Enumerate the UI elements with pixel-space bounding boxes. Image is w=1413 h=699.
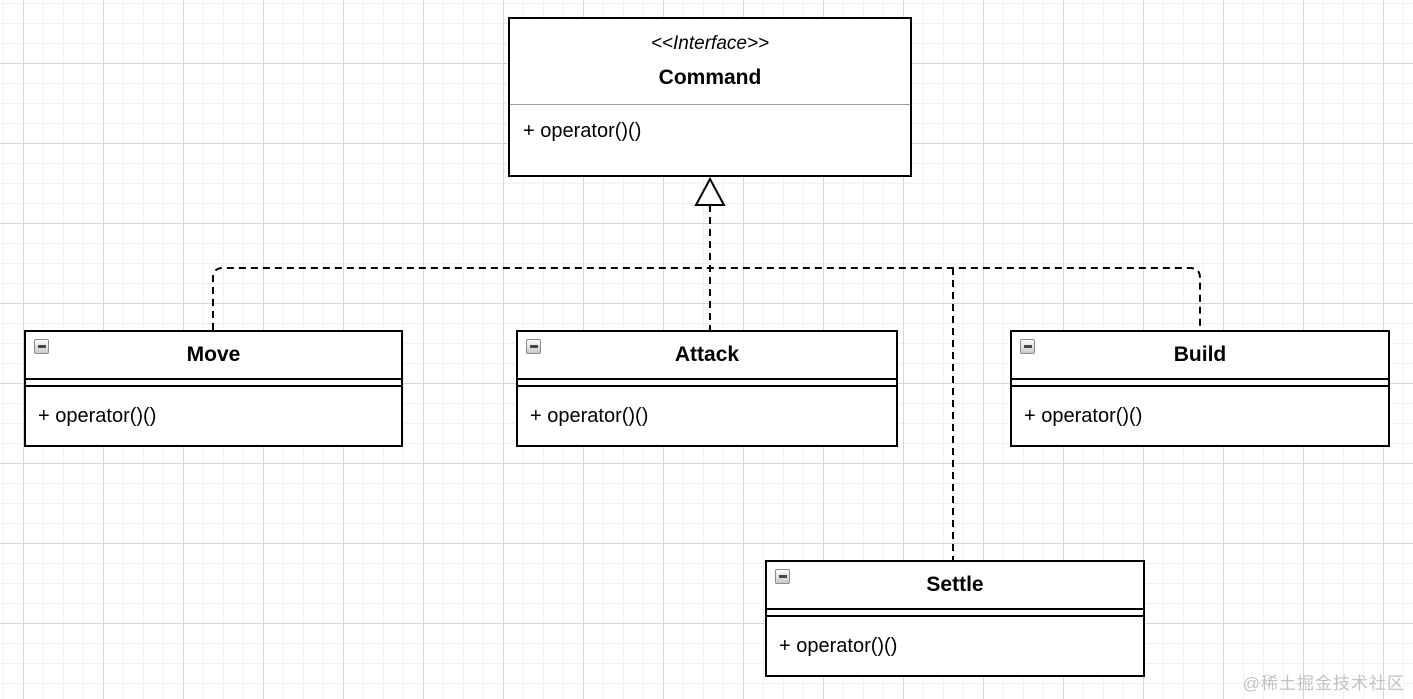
class-name-command: Command	[658, 65, 762, 89]
class-box-attack[interactable]: Attack + operator()()	[516, 330, 898, 447]
minus-glyph	[778, 575, 787, 578]
method-label-move: + operator()()	[38, 404, 157, 427]
method-label-command: + operator()()	[523, 120, 642, 142]
command-method-compartment: + operator()()	[510, 105, 910, 175]
method-label-build: + operator()()	[1024, 404, 1143, 427]
class-box-command[interactable]: <<Interface>> Command + operator()()	[508, 17, 912, 177]
method-label-settle: + operator()()	[779, 634, 898, 657]
double-line-separator	[767, 610, 1143, 617]
class-name-settle: Settle	[926, 573, 984, 596]
class-box-settle[interactable]: Settle + operator()()	[765, 560, 1145, 677]
double-line-separator	[26, 380, 401, 387]
collapse-minus-icon[interactable]	[34, 339, 49, 354]
minus-glyph	[37, 345, 46, 348]
settle-method-compartment: + operator()()	[767, 617, 1143, 675]
build-method-compartment: + operator()()	[1012, 387, 1388, 445]
settle-title-compartment: Settle	[767, 562, 1143, 610]
move-method-compartment: + operator()()	[26, 387, 401, 445]
hollow-triangle-generalization-arrow-icon	[694, 176, 726, 206]
move-title-compartment: Move	[26, 332, 401, 380]
attack-title-compartment: Attack	[518, 332, 896, 380]
attack-method-compartment: + operator()()	[518, 387, 896, 445]
collapse-minus-icon[interactable]	[526, 339, 541, 354]
class-box-move[interactable]: Move + operator()()	[24, 330, 403, 447]
collapse-minus-icon[interactable]	[1020, 339, 1035, 354]
collapse-minus-icon[interactable]	[775, 569, 790, 584]
double-line-separator	[1012, 380, 1388, 387]
build-title-compartment: Build	[1012, 332, 1388, 380]
interface-stereotype-label: <<Interface>>	[650, 32, 770, 54]
method-label-attack: + operator()()	[530, 404, 649, 427]
minus-glyph	[529, 345, 538, 348]
connector-move-build	[212, 267, 1201, 330]
watermark-text: @稀土掘金技术社区	[1242, 674, 1405, 693]
double-line-separator	[518, 380, 896, 387]
class-name-move: Move	[186, 343, 241, 366]
class-box-build[interactable]: Build + operator()()	[1010, 330, 1390, 447]
class-name-build: Build	[1173, 343, 1227, 366]
minus-glyph	[1023, 345, 1032, 348]
command-title-compartment: <<Interface>> Command	[510, 19, 910, 105]
class-name-attack: Attack	[674, 343, 740, 366]
